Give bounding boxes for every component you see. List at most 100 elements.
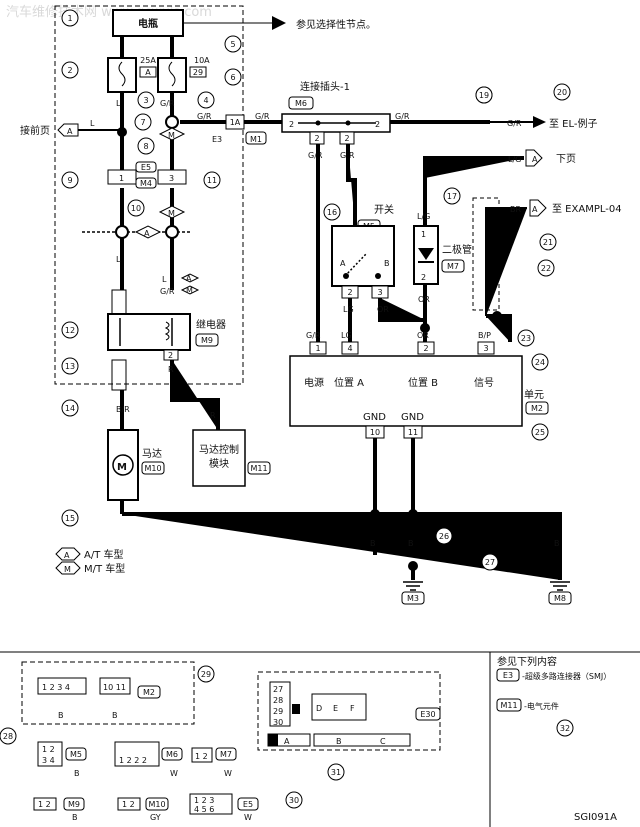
wire-lg-1: L/G [508, 155, 521, 164]
callout-2-circle [61, 61, 79, 79]
unit-power: 电源 [304, 376, 324, 389]
fuse-10a [157, 57, 187, 93]
callout-27: 27 [485, 558, 495, 567]
gnd-1: GND [363, 412, 386, 423]
callout-27-circle [481, 553, 499, 571]
callout-20-circle [553, 83, 571, 101]
fuse-10a-pin: 29 [193, 68, 203, 77]
svg-text:M6: M6 [166, 750, 178, 759]
svg-text:M: M [186, 286, 193, 295]
callouts: 1234567891011121314151617181920212223242… [0, 9, 574, 809]
conn-m10: M10 [144, 464, 161, 473]
callout-23: 23 [521, 334, 531, 343]
svg-text:B: B [72, 813, 78, 822]
unit-pos-b: 位置 B [408, 376, 438, 389]
conn-m4: M4 [140, 179, 152, 188]
fuse-10a-element [168, 61, 176, 87]
svg-text:W: W [170, 769, 178, 778]
wire-or-3: OR [417, 331, 429, 340]
callout-24: 24 [535, 358, 545, 367]
svg-text:2: 2 [168, 351, 173, 360]
bottom-dividers [0, 651, 640, 827]
callout-29-circle [197, 665, 215, 683]
callout-13: 13 [65, 362, 75, 371]
legend-mt: M/T 车型 [84, 562, 125, 575]
motor-ctrl-2: 模块 [209, 458, 229, 470]
unit-box [289, 355, 523, 427]
callout-20: 20 [557, 88, 567, 97]
unit-pos-a: 位置 A [334, 376, 364, 389]
svg-text:1 2: 1 2 [122, 800, 135, 809]
svg-text:G/R: G/R [160, 287, 175, 296]
svg-text:2: 2 [344, 134, 349, 143]
callout-14: 14 [65, 404, 75, 413]
ref-e3: -超级多路连接器（SMJ） [522, 671, 611, 681]
callout-30: 30 [289, 796, 299, 805]
callout-32: 32 [560, 724, 570, 733]
callout-31-circle [327, 763, 345, 781]
svg-text:F: F [350, 704, 355, 713]
svg-text:4 5 6: 4 5 6 [194, 805, 214, 814]
to-front-page: 接前页 [20, 124, 50, 137]
callout-1-circle [61, 9, 79, 27]
svg-text:L: L [162, 275, 167, 284]
conn-m1: M1 [250, 135, 262, 144]
ground-wires [122, 438, 562, 580]
svg-text:R: R [210, 411, 216, 420]
switch-pos-b: B [384, 259, 390, 268]
callout-13-circle [61, 357, 79, 375]
fuse-25a-element [118, 61, 126, 87]
wire-or-2: OR [418, 295, 430, 304]
switch-pos-a: A [340, 259, 346, 268]
callout-9: 9 [67, 176, 72, 185]
callout-6: 6 [230, 73, 235, 82]
conn-m11: M11 [250, 464, 267, 473]
conn-m9: M9 [201, 336, 213, 345]
callout-19-circle [475, 86, 493, 104]
svg-text:2: 2 [314, 134, 319, 143]
svg-text:1 2 3 4: 1 2 3 4 [42, 683, 70, 692]
callout-5: 5 [230, 40, 235, 49]
svg-text:1: 1 [119, 174, 124, 183]
svg-text:A: A [284, 737, 290, 746]
example04-conn: A [532, 205, 538, 214]
callout-5-circle [224, 35, 242, 53]
connector-1-label: 连接插头-1 [300, 80, 350, 93]
fuse-25a-rating: 25A [140, 56, 156, 65]
motor-label: 马达 [142, 448, 162, 460]
svg-text:A: A [144, 229, 150, 238]
svg-text:2: 2 [423, 344, 428, 353]
svg-text:B: B [554, 539, 560, 548]
to-example-04: 至 EXAMPL-04 [552, 203, 622, 215]
conn1-pin2: 2 [289, 120, 294, 129]
callout-7: 7 [140, 118, 145, 127]
next-page: 下页 [556, 153, 576, 165]
motor-ctrl-1: 马达控制 [199, 443, 239, 456]
callout-6-circle [224, 68, 242, 86]
switch-feed [316, 144, 357, 342]
svg-text:W: W [244, 813, 252, 822]
callout-12: 12 [65, 326, 75, 335]
wire-gr-7: G/R [507, 119, 522, 128]
callout-11: 11 [207, 176, 217, 185]
conn-1a [225, 114, 245, 130]
callout-17: 17 [447, 192, 457, 201]
switch-body [331, 225, 395, 287]
wire-or-1: OR [377, 305, 389, 314]
fuse-25a [107, 57, 137, 93]
to-el-example: 至 EL-例子 [549, 117, 598, 130]
callout-30-circle [285, 791, 303, 809]
ref-m11: -电气元件 [524, 701, 559, 711]
svg-text:M11: M11 [500, 701, 517, 710]
wire-bp: B/P [478, 331, 491, 340]
callout-2: 2 [67, 66, 72, 75]
ref-optional-splice: 参见选择性节点。 [296, 18, 376, 31]
wire-gr-2: G/R [197, 112, 212, 121]
wire-gr-8: G/R [306, 331, 321, 340]
svg-text:1 2: 1 2 [42, 745, 55, 754]
ref-title: 参见下列内容 [497, 655, 557, 668]
fuse-10a-rating: 10A [194, 56, 210, 65]
callout-15: 15 [65, 514, 75, 523]
svg-text:B: B [74, 769, 80, 778]
